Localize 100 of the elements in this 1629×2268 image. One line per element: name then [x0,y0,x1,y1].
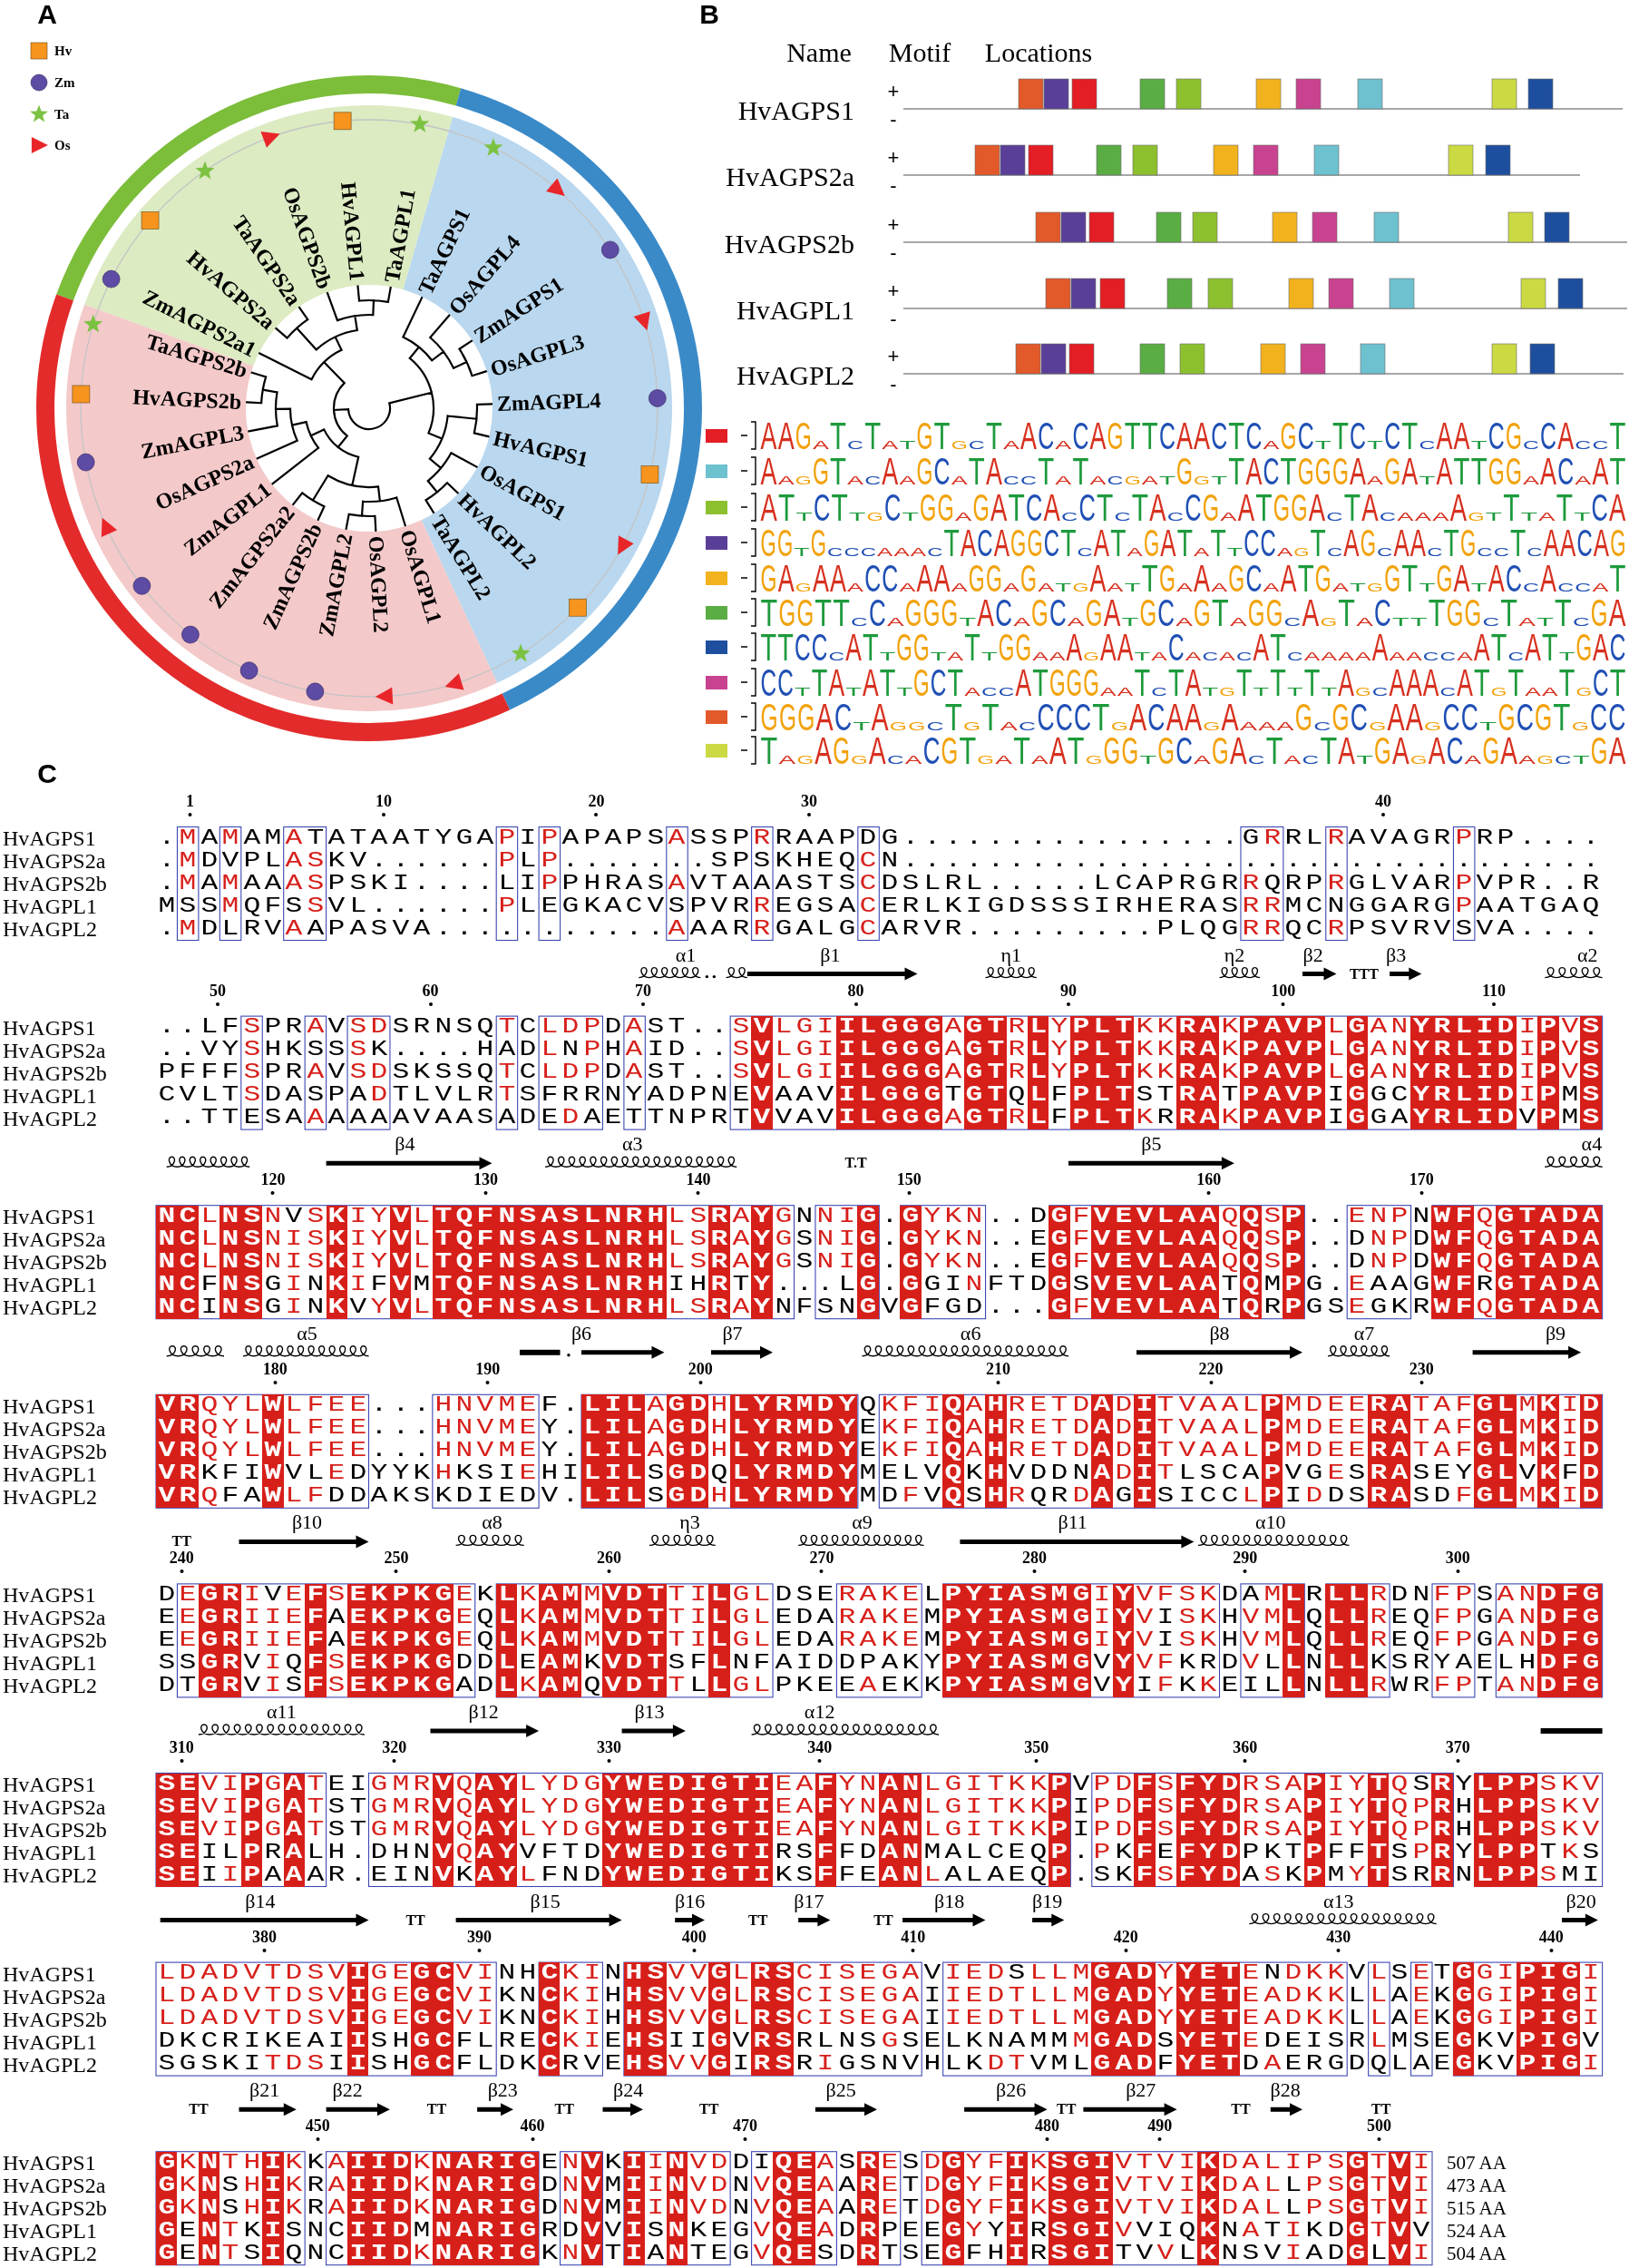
structure-label: β18 [934,1890,965,1912]
sequence-name: HvAGPL1 [3,2219,97,2243]
residue-number: 180 [262,1360,288,1384]
residue-number: 390 [466,1928,492,1952]
structure-label: β5 [1141,1133,1162,1156]
structure-label: β7 [722,1322,743,1344]
residue-number: 260 [597,1549,621,1574]
sequence-name: HvAGPS2b [3,1440,107,1463]
residue-number: 210 [986,1360,1011,1384]
residue-number: 420 [1113,1928,1138,1952]
sequence-name: HvAGPS2a [3,1795,106,1819]
residue-number: 320 [382,1739,407,1763]
turn-label: TT [873,1911,893,1929]
leaf-label: TaAGPL1 [379,187,420,285]
leaf-label: OsAGPL2 [364,535,394,633]
structure-label: β13 [634,1701,665,1723]
structure-label: β2 [1302,943,1323,966]
strand-sign: + [887,216,900,234]
residue-number: 470 [733,2117,758,2142]
structure-label: β10 [291,1511,323,1534]
structure-label: β17 [794,1890,824,1912]
residue-number: 410 [901,1928,926,1952]
sequence-name: HvAGPS2a [3,1039,106,1062]
residue-number: 20 [588,793,605,816]
structure-label: η3 [679,1511,700,1534]
structure-label: α8 [482,1511,502,1534]
sequence-name: HvAGPS1 [3,2151,96,2175]
sequence-name: HvAGPS2a [3,1417,106,1441]
residue-number: 140 [686,1171,711,1196]
strand-sign: + [887,149,900,167]
turn-label: TT [1231,2101,1251,2118]
sequence-name: HvAGPS1 [3,1205,96,1228]
sequence-length: 473 AA [1447,2175,1507,2197]
sequence-name: HvAGPL1 [3,1273,97,1296]
sequence-name: HvAGPL2 [3,1863,97,1887]
gene-name: HvAGPS2b [724,230,854,259]
residue-number: 230 [1409,1360,1434,1384]
sequence-name: HvAGPL2 [3,2242,97,2265]
legend-label: Os [54,137,71,153]
residue-number: 380 [252,1928,278,1952]
structure-label: β25 [825,2079,856,2102]
turn-label: TT [554,2101,574,2118]
structure-label: α2 [1576,943,1598,966]
residue-number: 280 [1022,1549,1047,1574]
structure-label: α4 [1581,1133,1603,1156]
sequence-name: HvAGPS1 [3,1583,96,1607]
residue-number: 50 [210,982,226,1006]
residue-number: 100 [1271,982,1296,1006]
sequence-name: HvAGPS2b [3,1628,107,1652]
residue-number: 10 [375,793,392,816]
residue-number: 170 [1409,1171,1434,1196]
residue-number: 460 [520,2117,545,2142]
structure-label: α6 [960,1322,981,1344]
residue-number: 430 [1326,1928,1351,1952]
sequence-name: HvAGPS2b [3,2008,107,2031]
residue-number: 250 [384,1549,409,1574]
sequence-name: HvAGPS1 [3,1394,96,1418]
sequence-length: 515 AA [1447,2197,1507,2220]
sequence-length: 504 AA [1447,2243,1507,2265]
structure-label: β19 [1031,1890,1063,1912]
residue-number: 80 [847,982,864,1006]
strand-sign: - [890,244,897,262]
residue-number: 300 [1445,1549,1470,1574]
structure-label: β21 [249,2079,280,2102]
structure-label: β8 [1209,1322,1230,1344]
structure-label: β4 [395,1133,415,1156]
sequence-name: HvAGPS2b [3,1061,107,1085]
residue-number: 70 [635,982,651,1006]
sequence-length: 507 AA [1447,2152,1507,2175]
residue-number: 150 [896,1171,922,1196]
residue-number: 490 [1147,2117,1173,2142]
sequence-name: HvAGPL2 [3,2053,97,2077]
sequence-name: HvAGPS2a [3,2174,106,2197]
residue-number: 290 [1233,1549,1258,1574]
structure-label: β23 [487,2079,518,2102]
residue-number: 500 [1366,2117,1391,2142]
residue-number: 370 [1445,1739,1470,1763]
sequence-name: HvAGPL1 [3,894,97,918]
residue-number: 110 [1482,982,1506,1006]
structure-label: β1 [820,943,841,966]
sequence-name: HvAGPL1 [3,1651,97,1675]
sequence-name: HvAGPL2 [3,1107,97,1130]
residue-number: 340 [807,1739,833,1763]
sequence-name: HvAGPS2a [3,849,106,873]
structure-label: β22 [332,2079,363,2102]
residue-number: 1 [186,793,194,816]
structure-label: α5 [297,1322,317,1344]
residue-number: 90 [1060,982,1077,1006]
structure-label: α12 [804,1701,835,1723]
legend-label: Hv [54,43,73,59]
turn-label: TT [747,1911,768,1929]
leaf-label: ZmAGPL4 [496,388,601,416]
sequence-name: HvAGPS2b [3,1818,107,1842]
residue-number: 200 [688,1360,713,1384]
structure-label: β20 [1566,1890,1596,1912]
turn-label: TT [405,1911,425,1929]
structure-label: α9 [852,1511,873,1534]
structure-label: β3 [1386,943,1407,966]
legend-label: Ta [54,106,70,122]
residue-number: 440 [1538,1928,1564,1952]
